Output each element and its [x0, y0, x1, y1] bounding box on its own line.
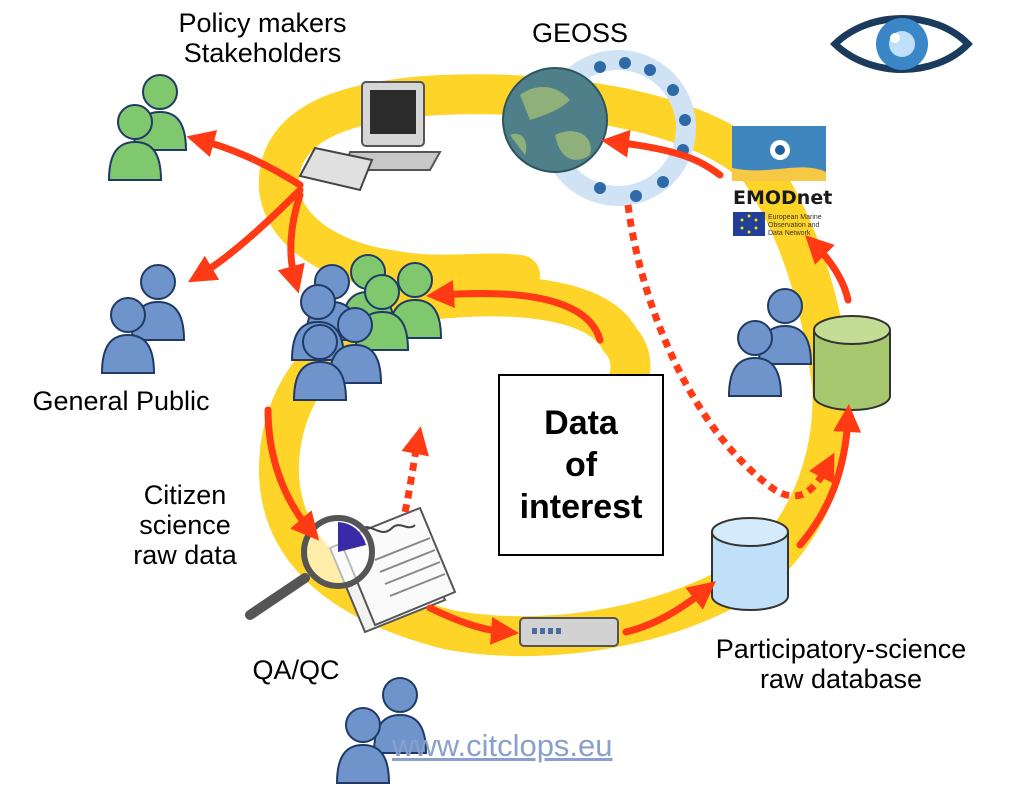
- database-icon: [711, 517, 789, 611]
- label-raw-database: Participatory-science raw database: [688, 634, 994, 694]
- label-geoss: GEOSS: [531, 18, 629, 48]
- emodnet-subtitle-line: Observation and: [768, 222, 820, 229]
- dotted-arrows: [401, 204, 835, 513]
- label-qaqc: QA/QC: [252, 655, 340, 685]
- box-line: of: [564, 446, 598, 484]
- people-policy-makers: [108, 74, 187, 181]
- globe-icon: [502, 67, 608, 173]
- label-line: Policy makers: [178, 8, 347, 38]
- emodnet-name: EMODnet: [733, 187, 833, 209]
- emodnet-subtitle-line: Data Network: [768, 230, 811, 237]
- eye-logo-icon: [829, 15, 973, 73]
- label-policy-makers: Policy makers Stakeholders: [145, 8, 380, 68]
- data-of-interest-box: Data of interest: [498, 374, 664, 556]
- website-link[interactable]: www.citclops.eu: [392, 728, 613, 763]
- computer-icon: [298, 81, 442, 192]
- server-icon: [519, 617, 619, 647]
- label-line: Citizen: [143, 480, 227, 510]
- label-line: raw data: [133, 540, 237, 570]
- label-general-public: General Public: [32, 386, 210, 416]
- flow-arrows: [186, 129, 862, 645]
- magnifier-icon: [245, 515, 375, 620]
- box-line: Data: [544, 404, 618, 442]
- emodnet-subtitle-line: European Marine: [768, 214, 822, 221]
- label-citizen-science: Citizen science raw data: [110, 480, 260, 570]
- label-line: Stakeholders: [183, 38, 342, 68]
- people-database-users: [728, 288, 812, 397]
- label-line: raw database: [759, 664, 923, 694]
- emodnet-logo: [732, 126, 826, 236]
- label-line: science: [139, 510, 231, 540]
- box-line: interest: [519, 488, 643, 526]
- people-center-group: [291, 254, 442, 401]
- label-line: Participatory-science: [715, 634, 967, 664]
- database-icon: [813, 315, 891, 411]
- people-general-public: [101, 264, 185, 374]
